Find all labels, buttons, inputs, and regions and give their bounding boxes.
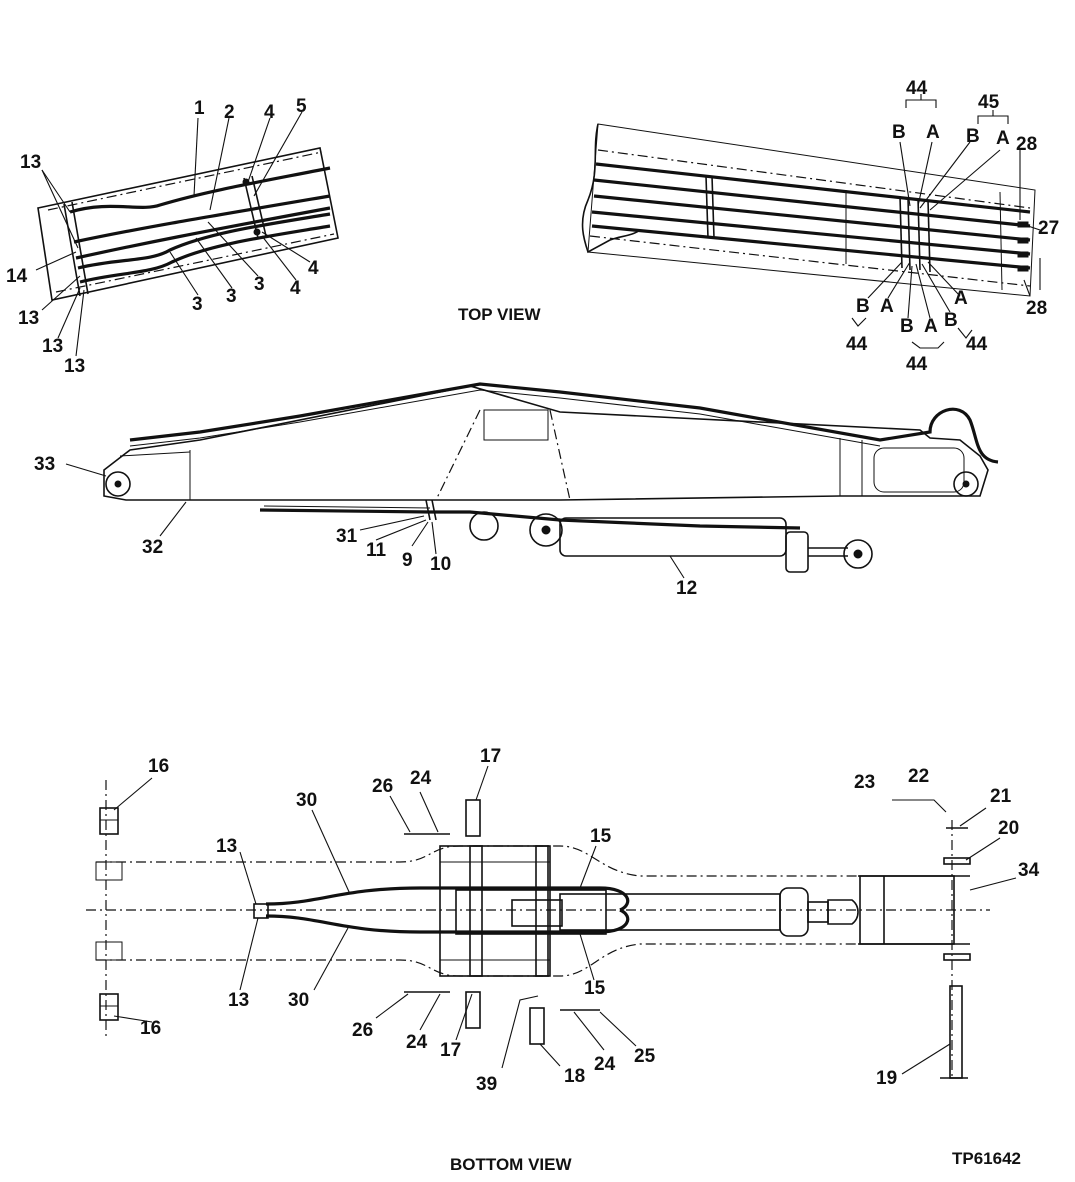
bottom-view-caption: BOTTOM VIEW: [450, 1155, 572, 1174]
figure-id: TP61642: [952, 1149, 1021, 1168]
callout-A: A: [924, 316, 938, 337]
callout-26: 26: [372, 776, 393, 797]
callout-4: 4: [264, 102, 275, 123]
side-view-callouts: 33 32 31 11 9 10 12: [34, 454, 697, 599]
callout-B: B: [944, 310, 958, 331]
callout-A: A: [954, 288, 968, 309]
callout-39: 39: [476, 1074, 497, 1095]
callout-5: 5: [296, 96, 307, 117]
callout-24: 24: [406, 1032, 428, 1053]
callout-16: 16: [148, 756, 169, 777]
callout-45: 45: [978, 92, 1000, 113]
callout-28: 28: [1016, 134, 1037, 155]
callout-A: A: [880, 296, 894, 317]
callout-4: 4: [290, 278, 301, 299]
callout-13: 13: [228, 990, 249, 1011]
callout-15: 15: [584, 978, 606, 999]
callout-31: 31: [336, 526, 358, 547]
top-view-caption: TOP VIEW: [458, 305, 541, 324]
callout-30: 30: [288, 990, 309, 1011]
callout-10: 10: [430, 554, 451, 575]
callout-A: A: [926, 122, 940, 143]
callout-13: 13: [64, 356, 85, 377]
callout-1: 1: [194, 98, 205, 119]
callout-17: 17: [480, 746, 501, 767]
callout-22: 22: [908, 766, 929, 787]
callout-26: 26: [352, 1020, 373, 1041]
top-left-detail: [35, 111, 339, 357]
callout-3: 3: [254, 274, 265, 295]
callout-3: 3: [226, 286, 237, 307]
callout-44: 44: [906, 78, 928, 99]
callout-17: 17: [440, 1040, 461, 1061]
top-right-detail: [581, 94, 1041, 349]
callout-18: 18: [564, 1066, 585, 1087]
callout-3: 3: [192, 294, 203, 315]
callout-33: 33: [34, 454, 55, 475]
callout-20: 20: [998, 818, 1019, 839]
callout-B: B: [892, 122, 906, 143]
callout-44: 44: [906, 354, 928, 375]
callout-21: 21: [990, 786, 1012, 807]
callout-27: 27: [1038, 218, 1059, 239]
callout-13: 13: [20, 152, 41, 173]
callout-4: 4: [308, 258, 319, 279]
callout-34: 34: [1018, 860, 1040, 881]
callout-13: 13: [42, 336, 63, 357]
callout-B: B: [856, 296, 870, 317]
callout-19: 19: [876, 1068, 897, 1089]
callout-32: 32: [142, 537, 163, 558]
callout-30: 30: [296, 790, 317, 811]
top-right-callouts: 44 45 B A B A 28 27 28 B A A B A B 44 44…: [846, 78, 1059, 375]
callout-14: 14: [6, 266, 28, 287]
callout-12: 12: [676, 578, 697, 599]
callout-2: 2: [224, 102, 235, 123]
callout-B: B: [900, 316, 914, 337]
callout-13: 13: [216, 836, 237, 857]
callout-A: A: [996, 128, 1010, 149]
callout-28: 28: [1026, 298, 1047, 319]
bottom-view-callouts: 16 16 17 17 26 24 30 30 13 13 15 15 26 2…: [140, 746, 1040, 1095]
callout-24: 24: [410, 768, 432, 789]
callout-25: 25: [634, 1046, 656, 1067]
top-left-callouts: 1 2 4 5 13 14 13 13 13 3 3 3 4 4: [6, 96, 319, 377]
callout-16: 16: [140, 1018, 161, 1039]
callout-23: 23: [854, 772, 875, 793]
callout-13: 13: [18, 308, 39, 329]
callout-44: 44: [846, 334, 868, 355]
callout-15: 15: [590, 826, 612, 847]
callout-44: 44: [966, 334, 988, 355]
callout-9: 9: [402, 550, 413, 571]
callout-B: B: [966, 126, 980, 147]
side-view-boom: [65, 382, 999, 579]
callout-11: 11: [366, 540, 387, 561]
callout-24: 24: [594, 1054, 616, 1075]
bottom-view-boom: [86, 765, 1017, 1080]
